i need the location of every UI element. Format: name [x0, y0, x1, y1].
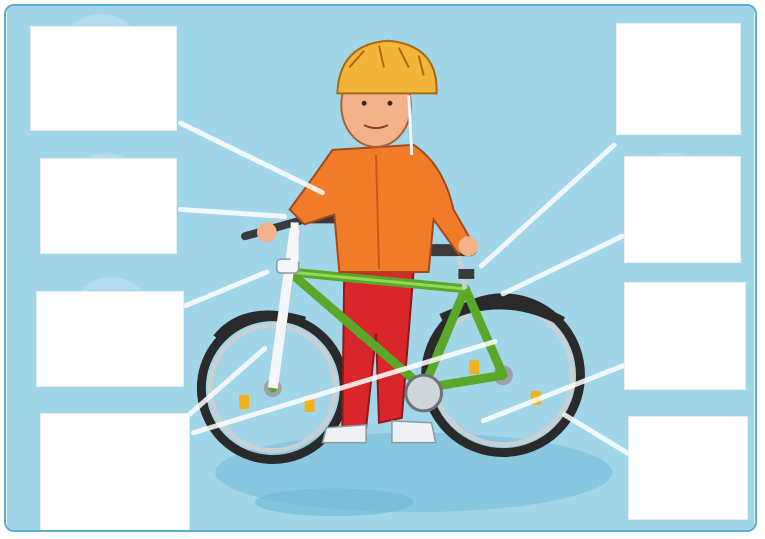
label-box-pedal[interactable]: [628, 416, 748, 520]
worksheet-frame: [4, 4, 757, 532]
label-box-handlebar[interactable]: [40, 158, 177, 254]
label-box-helmet[interactable]: [30, 26, 177, 131]
label-box-front-reflector[interactable]: [40, 413, 190, 531]
label-box-rear-reflector[interactable]: [624, 282, 746, 390]
label-box-saddle[interactable]: [616, 23, 741, 135]
label-box-rear-light[interactable]: [624, 156, 741, 263]
label-box-front-light[interactable]: [36, 291, 184, 387]
